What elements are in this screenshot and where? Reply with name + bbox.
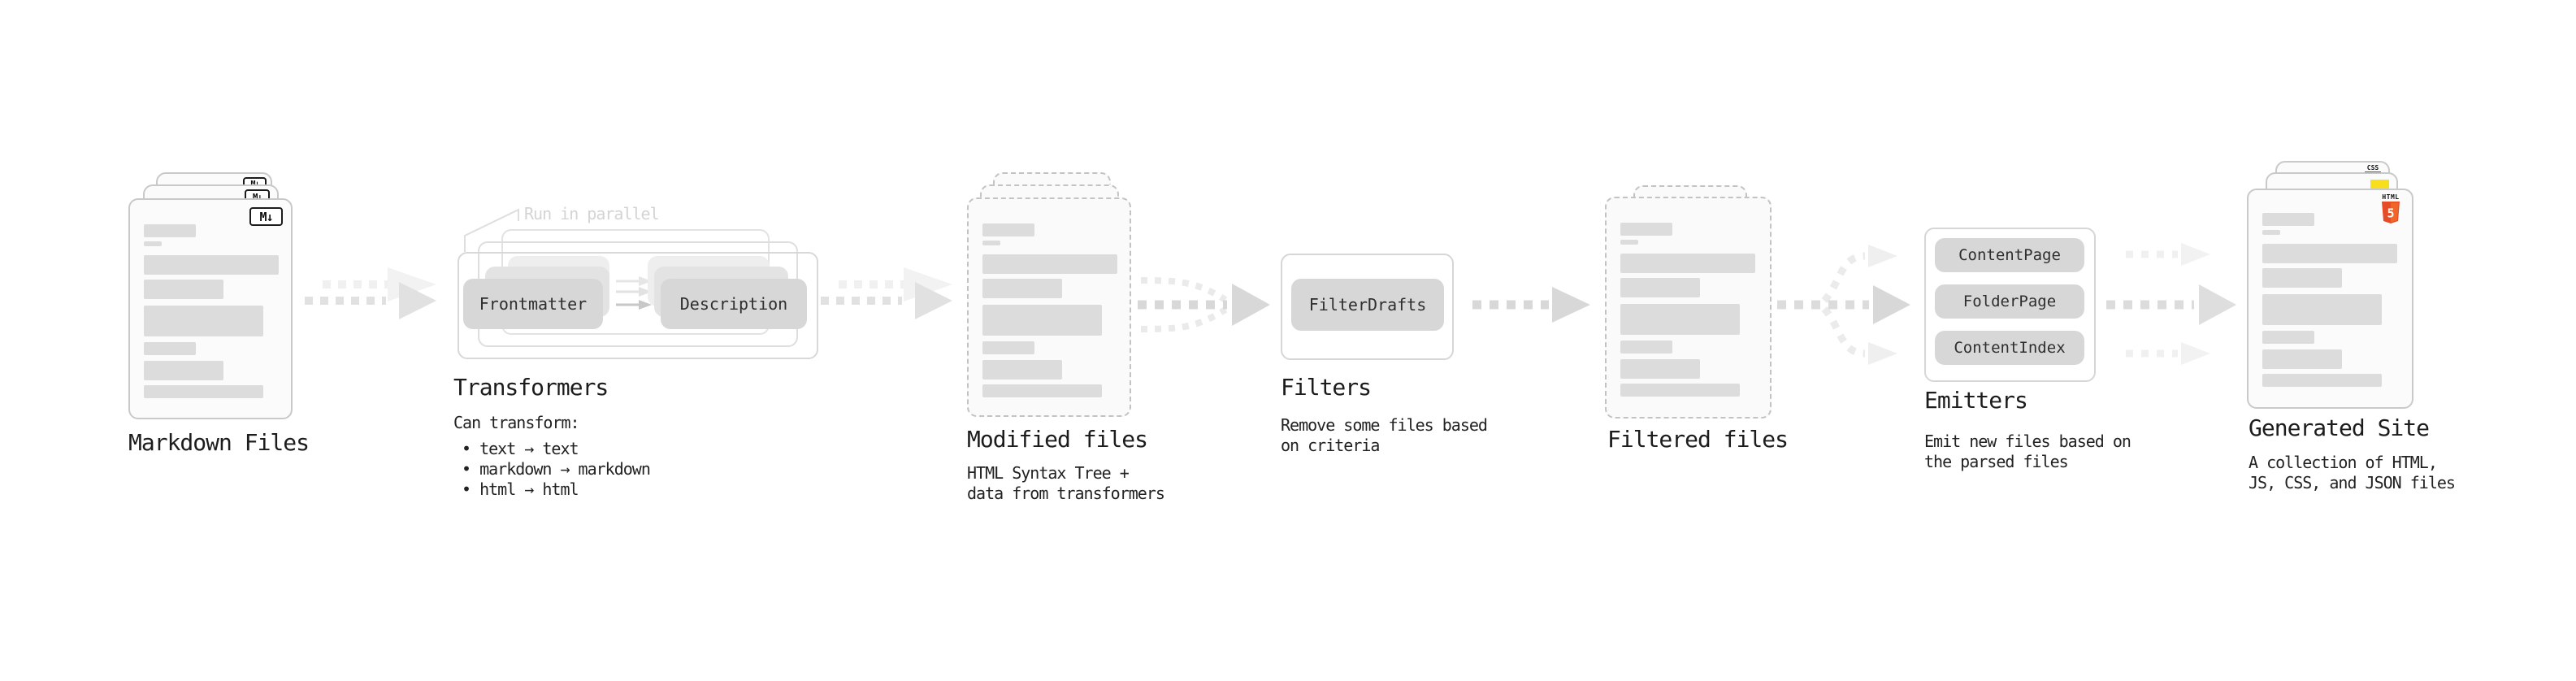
- modified-files-subtitle: HTML Syntax Tree +: [967, 463, 1130, 483]
- text-line-bar: [144, 342, 196, 355]
- filtered-files-caption: Filtered files: [1607, 426, 1789, 453]
- transformers-caption: Transformers: [453, 374, 609, 401]
- emitters-subtitle: the parsed files: [1924, 452, 2069, 471]
- filterdrafts-box: FilterDrafts: [1291, 279, 1444, 331]
- arrow-right-icon: [821, 267, 952, 319]
- text-line-bar: [144, 224, 196, 237]
- modified-file-card-front: [967, 197, 1131, 417]
- transformer-frame-front: [458, 252, 818, 359]
- transformers-bullet: • markdown → markdown: [462, 459, 651, 479]
- folderpage-box: FolderPage: [1935, 284, 2084, 319]
- filtered-file-card-front: [1605, 197, 1772, 419]
- markdown-file-card-front: M↓: [128, 198, 293, 419]
- css-badge-label: CSS: [2366, 164, 2379, 171]
- text-line-bar: [144, 306, 263, 336]
- filters-subtitle: on criteria: [1281, 436, 1380, 455]
- triple-arrow-icon: [2106, 243, 2236, 365]
- parallel-arrows-icon: [616, 276, 652, 310]
- text-line-bar: [2262, 244, 2397, 263]
- contentpage-box: ContentPage: [1935, 238, 2084, 272]
- frontmatter-box: Frontmatter: [463, 279, 603, 329]
- text-line-bar: [982, 254, 1117, 274]
- emitters-subtitle: Emit new files based on: [1924, 432, 2131, 451]
- js-badge: [2370, 180, 2389, 189]
- text-line-bar: [1620, 223, 1672, 236]
- text-line-bar: [1620, 340, 1672, 354]
- text-line-bar: [1620, 278, 1700, 297]
- modified-files-caption: Modified files: [967, 426, 1148, 453]
- text-line-bar: [1620, 304, 1740, 335]
- text-line-bar: [144, 385, 263, 398]
- arrow-right-icon: [1472, 287, 1590, 323]
- transformers-bullet: • text → text: [462, 439, 579, 458]
- text-line-bar: [2262, 213, 2314, 226]
- text-line-bar: [1620, 359, 1700, 379]
- html5-logo-label: HTML: [2382, 193, 2400, 201]
- callout-line: [464, 208, 519, 252]
- text-line-bar: [982, 241, 1000, 245]
- html5-shield-icon: 5: [2382, 202, 2400, 223]
- text-line-bar: [2262, 268, 2342, 288]
- arrow-right-icon: [305, 267, 436, 319]
- filters-caption: Filters: [1281, 374, 1372, 401]
- text-line-bar: [982, 223, 1034, 236]
- text-line-bar: [2262, 331, 2314, 344]
- generated-file-card-front: HTML 5: [2247, 189, 2413, 409]
- text-line-bar: [982, 279, 1062, 298]
- text-line-bar: [982, 384, 1102, 397]
- generated-site-subtitle: A collection of HTML,: [2249, 453, 2438, 472]
- text-line-bar: [2262, 230, 2280, 235]
- text-line-bar: [2262, 294, 2382, 325]
- text-line-bar: [1620, 240, 1638, 245]
- merge-arrow-icon: [1138, 277, 1270, 332]
- text-line-bar: [1620, 254, 1755, 273]
- text-line-bar: [144, 255, 279, 275]
- text-line-bar: [2262, 349, 2342, 369]
- emitters-caption: Emitters: [1924, 387, 2028, 414]
- text-line-bar: [144, 361, 223, 380]
- text-line-bar: [1620, 384, 1740, 397]
- html5-logo: HTML 5: [2380, 193, 2401, 223]
- filters-subtitle: Remove some files based: [1281, 415, 1488, 435]
- run-in-parallel-note: Run in parallel: [524, 204, 660, 223]
- markdown-logo-icon: M↓: [249, 207, 283, 226]
- transformers-subtitle: Can transform:: [453, 413, 580, 432]
- text-line-bar: [982, 341, 1034, 354]
- description-box: Description: [661, 279, 807, 329]
- contentindex-box: ContentIndex: [1935, 331, 2084, 365]
- text-line-bar: [982, 305, 1102, 336]
- text-line-bar: [2262, 374, 2382, 387]
- markdown-files-caption: Markdown Files: [128, 429, 310, 456]
- transformers-bullet: • html → html: [462, 479, 579, 499]
- text-line-bar: [144, 280, 223, 299]
- generated-site-subtitle: JS, CSS, and JSON files: [2249, 473, 2456, 492]
- svg-text:5: 5: [2387, 206, 2394, 221]
- modified-files-subtitle: data from transformers: [967, 484, 1165, 503]
- generated-site-caption: Generated Site: [2249, 414, 2430, 441]
- split-arrow-icon: [1777, 245, 1910, 365]
- text-line-bar: [982, 360, 1062, 380]
- text-line-bar: [144, 241, 162, 246]
